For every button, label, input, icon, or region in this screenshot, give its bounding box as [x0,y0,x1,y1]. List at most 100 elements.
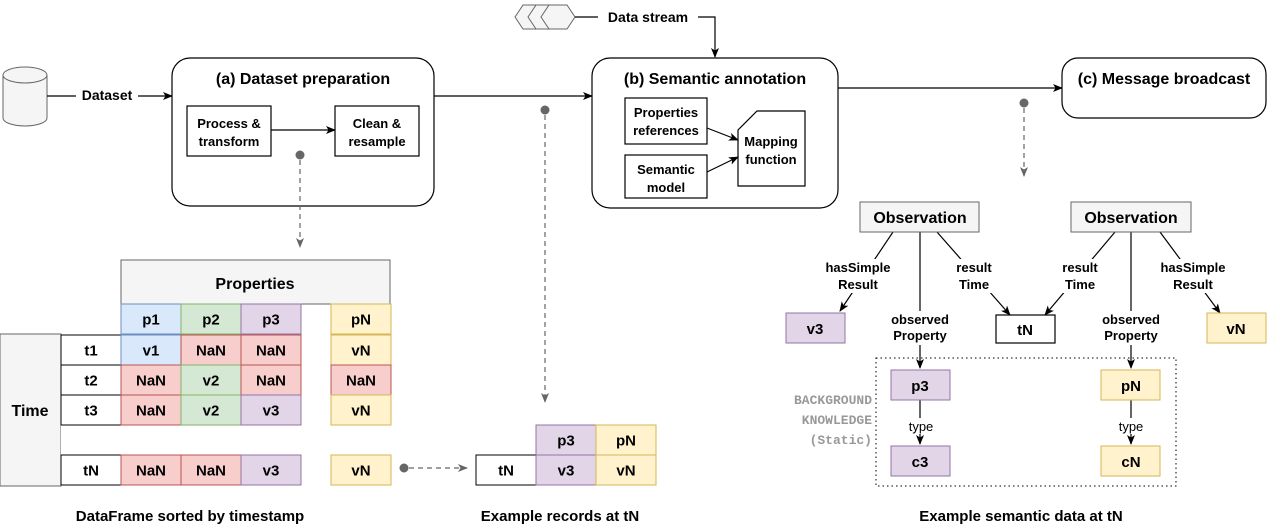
data-stream-label: Data stream [608,9,688,25]
record-header-p3: p3 [557,433,575,450]
dataframe-ellipsis-gap [61,425,301,455]
type-label-1: type [909,419,934,434]
pN-node-label: pN [1121,378,1141,395]
column-header-p3: p3 [262,312,280,329]
model-to-map-arrow [706,156,739,173]
cell-t3-pN: vN [351,403,370,420]
props-to-map-arrow [706,127,739,141]
column-header-p2-cell [180,303,242,335]
p3-node [890,369,951,401]
cell-tN-p2-cell [180,454,242,486]
background-knowledge-frame [875,357,1177,487]
record-header-p3-cell [535,424,597,456]
cell-t2-pN-cell [330,364,392,396]
map-label-1: Mapping [744,134,797,149]
step-a-title: (a) Dataset preparation [216,71,390,88]
cell-tN-p1-cell [120,454,182,486]
record-value-v3: v3 [558,463,575,480]
clean-label-1: Clean & [353,116,401,131]
record-time-cell [475,454,537,486]
semantic-caption: Example semantic data at tN [919,508,1122,525]
bk-label-2: KNOWLEDGE [802,413,872,428]
cell-t1-p2-cell [180,334,242,366]
cell-t3-p2: v2 [203,403,220,420]
step-b-title: (b) Semantic annotation [624,71,806,88]
data-stream-label-bg [598,8,698,26]
process-transform-box [186,105,272,157]
edge-label-bg [818,259,900,293]
properties-references-box [624,97,708,145]
process-label-2: transform [199,134,260,149]
column-header-p1: p1 [142,312,160,329]
step-c-box [1061,57,1267,119]
semantic-model-box [624,154,708,199]
vN-node-label: vN [1226,321,1245,338]
edge-label-bg [1114,418,1148,434]
records-caption: Example records at tN [481,508,639,525]
record-time: tN [498,463,514,480]
dashed-link-records [399,463,468,473]
observation-node-2 [1070,201,1192,233]
process-label-1: Process & [197,116,261,131]
observation-node-1 [859,201,980,233]
v3-node [785,312,846,344]
dashed-link-c [1019,98,1029,177]
model-label-2: model [647,180,685,195]
cell-t2-p3: NaN [256,373,286,390]
record-value-vN-cell [595,454,657,486]
dataset-label-bg [76,88,138,104]
data-stream-icon [514,4,576,30]
cell-t1-p3: NaN [256,343,286,360]
edge-label-bg [883,311,959,345]
result-time-label-1: result [956,260,992,275]
cell-t2-p3-cell [240,364,302,396]
props-label-1: Properties [634,105,698,120]
cell-t2-pN: NaN [346,373,376,390]
c3-node-label: c3 [912,454,929,471]
cell-t2-p1: NaN [136,373,166,390]
observed-property-label-1: observed [891,312,949,327]
record-header-pN: pN [616,433,636,450]
tN-node [995,314,1056,344]
step-a-box [171,57,435,207]
observed-property-label-1b: observed [1102,312,1160,327]
database-icon [2,66,48,127]
edge-label-bg [948,259,1000,293]
cell-t1-p2: NaN [196,343,226,360]
cell-tN-p3: v3 [263,463,280,480]
record-header-pN-cell [595,424,657,456]
column-header-pN: pN [351,312,371,329]
has-simple-label-2b: Result [1173,277,1213,292]
step-c-title: (c) Message broadcast [1078,71,1251,88]
column-header-pN-cell [330,303,392,335]
cell-t1-pN: vN [351,343,370,360]
cell-tN-pN: vN [351,463,370,480]
cN-node [1100,445,1161,477]
c3-node [890,445,951,477]
record-value-vN: vN [616,463,635,480]
observation-label-1: Observation [873,210,966,227]
observed-property-label-2b: Property [1104,328,1158,343]
bk-label-3: (Static) [810,433,872,448]
properties-header: Properties [215,276,294,293]
cell-tN-pN-cell [330,454,392,486]
has-simple-label-1b: hasSimple [1160,260,1225,275]
mapping-function-box [737,110,806,187]
edge-label-bg [1152,259,1234,293]
cell-t3-p1-cell [120,394,182,426]
time-header-cell [0,333,62,487]
time-label: Time [11,403,48,420]
row-time-tN: tN [83,463,99,480]
has-simple-label-1: hasSimple [825,260,890,275]
bk-label-1: BACKGROUND [794,393,872,408]
cell-tN-p1: NaN [136,463,166,480]
edge-label-bg [1054,259,1106,293]
cell-tN-p2: NaN [196,463,226,480]
dataframe-caption: DataFrame sorted by timestamp [76,508,304,525]
props-label-2: references [633,123,699,138]
p3-node-label: p3 [911,378,929,395]
pN-node [1100,369,1161,401]
column-header-p2: p2 [202,312,220,329]
row-time-t1: t1 [84,343,97,360]
